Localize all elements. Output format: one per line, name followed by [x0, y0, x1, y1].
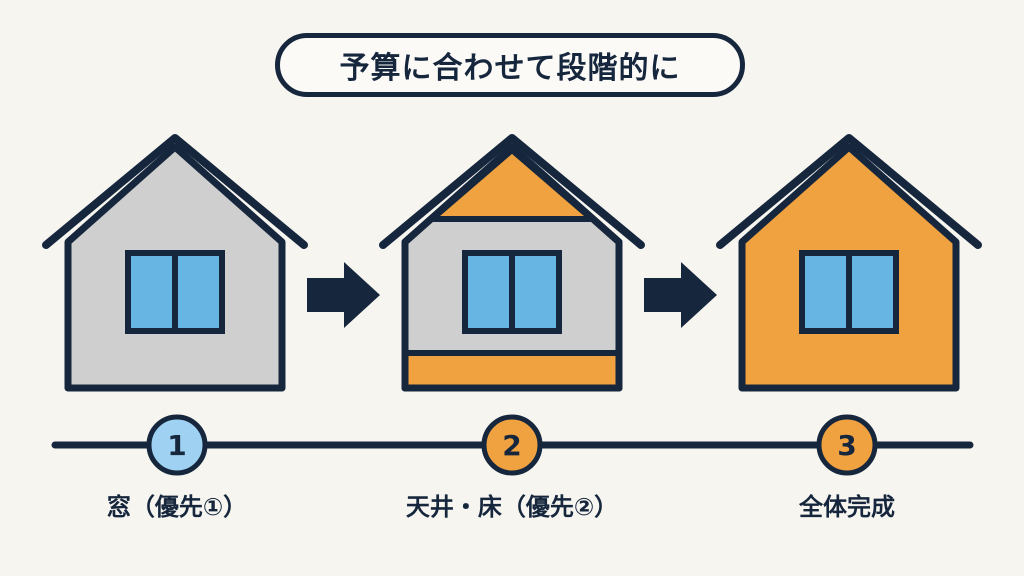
- house-1-window: [125, 250, 225, 334]
- house-2-window: [462, 250, 562, 334]
- house-step-1: [42, 134, 308, 392]
- house-step-3: [716, 134, 982, 392]
- step-label-3: 全体完成: [799, 493, 895, 521]
- house-2-roof-eave: [379, 134, 645, 249]
- house-3-window: [799, 250, 899, 334]
- step-marker-3: 3: [816, 414, 878, 476]
- page-title: 予算に合わせて段階的に: [339, 51, 681, 86]
- step-number-1: 1: [167, 429, 186, 462]
- step-marker-2: 2: [481, 414, 543, 476]
- house-step-2: [379, 134, 645, 392]
- house-3-roof-eave: [716, 134, 982, 249]
- house-1-roof-eave: [42, 134, 308, 249]
- step-marker-1: 1: [146, 414, 208, 476]
- step-number-3: 3: [837, 429, 856, 462]
- step-number-2: 2: [502, 429, 521, 462]
- step-label-2: 天井・床（優先②）: [405, 493, 619, 521]
- arrow-right-icon: [644, 262, 717, 328]
- arrow-right-icon: [307, 262, 380, 328]
- house-2-floor-band: [408, 354, 616, 385]
- step-label-1: 窓（優先①）: [106, 493, 248, 521]
- title-banner: 予算に合わせて段階的に: [275, 33, 745, 97]
